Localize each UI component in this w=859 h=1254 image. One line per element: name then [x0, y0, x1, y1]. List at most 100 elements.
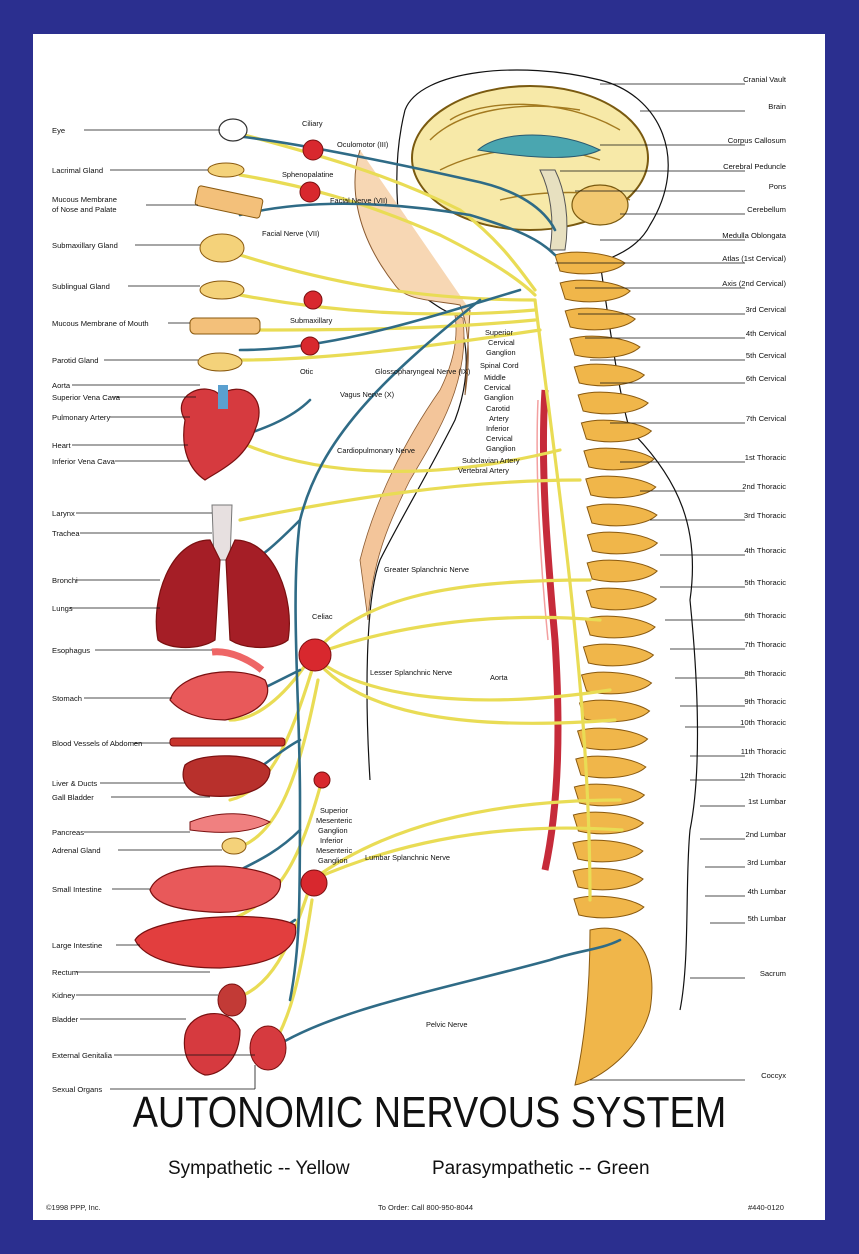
label-submaxillary-gland: Submaxillary Gland: [52, 241, 118, 250]
label-right-sacrum: Sacrum: [760, 969, 786, 978]
vertebra: [586, 476, 656, 498]
label-mucous-membrane: Mucous Membrane: [52, 195, 117, 204]
vertebra: [587, 560, 657, 582]
label-right-pons: Pons: [769, 182, 787, 191]
label-right-4th-cervical: 4th Cervical: [746, 329, 786, 338]
label-small-intestine: Small Intestine: [52, 885, 102, 894]
label-right-1st-lumbar: 1st Lumbar: [748, 797, 786, 806]
label-superior-mesenteric-1: Superior: [320, 806, 348, 815]
vertebra: [584, 448, 654, 470]
label-larynx: Larynx: [52, 509, 75, 518]
brain: [412, 86, 648, 250]
label-right-6th-cervical: 6th Cervical: [746, 374, 786, 383]
label-right-atlas-1st-cervical: Atlas (1st Cervical): [722, 254, 786, 263]
label-heart: Heart: [52, 441, 71, 450]
label-bronchi: Bronchi: [52, 576, 78, 585]
label-esophagus: Esophagus: [52, 646, 90, 655]
vertebra: [583, 644, 653, 666]
label-lacrimal-gland: Lacrimal Gland: [52, 166, 103, 175]
label-right-11th-thoracic: 11th Thoracic: [741, 747, 787, 756]
vertebra: [574, 784, 644, 806]
label-nose-palate: of Nose and Palate: [52, 205, 117, 214]
label-superior-cervical-3: Ganglion: [486, 348, 516, 357]
inferior-mesenteric-ganglion: [301, 870, 327, 896]
label-bladder: Bladder: [52, 1015, 79, 1024]
label-glossopharyngeal: Glossopharyngeal Nerve (IX): [375, 367, 470, 376]
kidney-organ: [218, 984, 246, 1016]
legend-parasympathetic: Parasympathetic -- Green: [432, 1158, 650, 1180]
label-spinal-cord: Spinal Cord: [480, 361, 519, 370]
label-facial-nerve-lower: Facial Nerve (VII): [262, 229, 320, 238]
small-intestine-organ: [150, 866, 280, 912]
label-liver-ducts: Liver & Ducts: [52, 779, 97, 788]
large-intestine-organ: [135, 917, 296, 968]
esophagus-organ: [212, 652, 262, 670]
label-trachea: Trachea: [52, 529, 80, 538]
vertebra: [570, 336, 640, 358]
eye-organ: [219, 119, 247, 141]
vertebra: [574, 364, 644, 386]
vertebra: [587, 504, 657, 526]
label-abdominal-vessels: Blood Vessels of Abdomen: [52, 739, 142, 748]
label-right-6th-thoracic: 6th Thoracic: [744, 611, 786, 620]
sublingual-gland-organ: [200, 281, 244, 299]
label-sphenopalatine: Sphenopalatine: [282, 170, 333, 179]
label-large-intestine: Large Intestine: [52, 941, 102, 950]
label-right-1st-thoracic: 1st Thoracic: [745, 453, 786, 462]
celiac-ganglion: [299, 639, 331, 671]
liver-organ: [183, 756, 270, 796]
label-mouth-mucosa: Mucous Membrane of Mouth: [52, 319, 149, 328]
label-kidney: Kidney: [52, 991, 75, 1000]
vertebra: [586, 588, 656, 610]
spinal-column: [555, 252, 657, 1085]
label-pelvic-nerve: Pelvic Nerve: [426, 1020, 467, 1029]
lacrimal-gland-organ: [208, 163, 244, 177]
nasal-mucosa-organ: [195, 185, 264, 218]
label-right-4th-lumbar: 4th Lumbar: [748, 887, 787, 896]
label-right-cranial-vault: Cranial Vault: [743, 75, 787, 84]
label-gall-bladder: Gall Bladder: [52, 793, 94, 802]
sexual-organs-organ: [250, 1026, 286, 1070]
label-right-axis-2nd-cervical: Axis (2nd Cervical): [722, 279, 786, 288]
label-lungs: Lungs: [52, 604, 73, 613]
label-pancreas: Pancreas: [52, 828, 84, 837]
label-right-3rd-thoracic: 3rd Thoracic: [744, 511, 786, 520]
label-right-corpus-callosum: Corpus Callosum: [728, 136, 786, 145]
vertebra: [578, 728, 648, 750]
label-inferior-cervical-3: Ganglion: [486, 444, 516, 453]
label-sublingual-gland: Sublingual Gland: [52, 282, 110, 291]
label-superior-cervical-2: Cervical: [488, 338, 515, 347]
label-right-4th-thoracic: 4th Thoracic: [744, 546, 786, 555]
label-eye: Eye: [52, 126, 65, 135]
ciliary-ganglion: [303, 140, 323, 160]
label-inferior-mesenteric-3: Ganglion: [318, 856, 348, 865]
label-right-medulla-oblongata: Medulla Oblongata: [722, 231, 787, 240]
label-inferior-vena-cava: Inferior Vena Cava: [52, 457, 116, 466]
vertebra: [578, 392, 648, 414]
label-right-3rd-lumbar: 3rd Lumbar: [747, 858, 786, 867]
label-celiac: Celiac: [312, 612, 333, 621]
label-submaxillary: Submaxillary: [290, 316, 333, 325]
label-pulmonary-artery: Pulmonary Artery: [52, 413, 110, 422]
label-oculomotor: Oculomotor (III): [337, 140, 388, 149]
label-middle-cervical-1: Middle: [484, 373, 506, 382]
superior-mesenteric-ganglion: [314, 772, 330, 788]
footer-order-info: To Order: Call 800-950-8044: [378, 1203, 473, 1212]
label-right-12th-thoracic: 12th Thoracic: [740, 771, 786, 780]
poster-title: AUTONOMIC NERVOUS SYSTEM: [60, 1088, 799, 1138]
organs: [135, 119, 296, 1075]
label-right-7th-thoracic: 7th Thoracic: [744, 640, 786, 649]
label-superior-mesenteric-3: Ganglion: [318, 826, 348, 835]
legend-sympathetic: Sympathetic -- Yellow: [168, 1158, 350, 1180]
label-right-10th-thoracic: 10th Thoracic: [740, 718, 786, 727]
vertebra: [573, 868, 643, 890]
label-facial-nerve-upper: Facial Nerve (VII): [330, 196, 388, 205]
label-right-2nd-lumbar: 2nd Lumbar: [745, 830, 786, 839]
label-right-cerebellum: Cerebellum: [747, 205, 786, 214]
label-inferior-cervical-2: Cervical: [486, 434, 513, 443]
otic-ganglion: [301, 337, 319, 355]
label-ciliary: Ciliary: [302, 119, 323, 128]
vertebra: [582, 672, 652, 694]
